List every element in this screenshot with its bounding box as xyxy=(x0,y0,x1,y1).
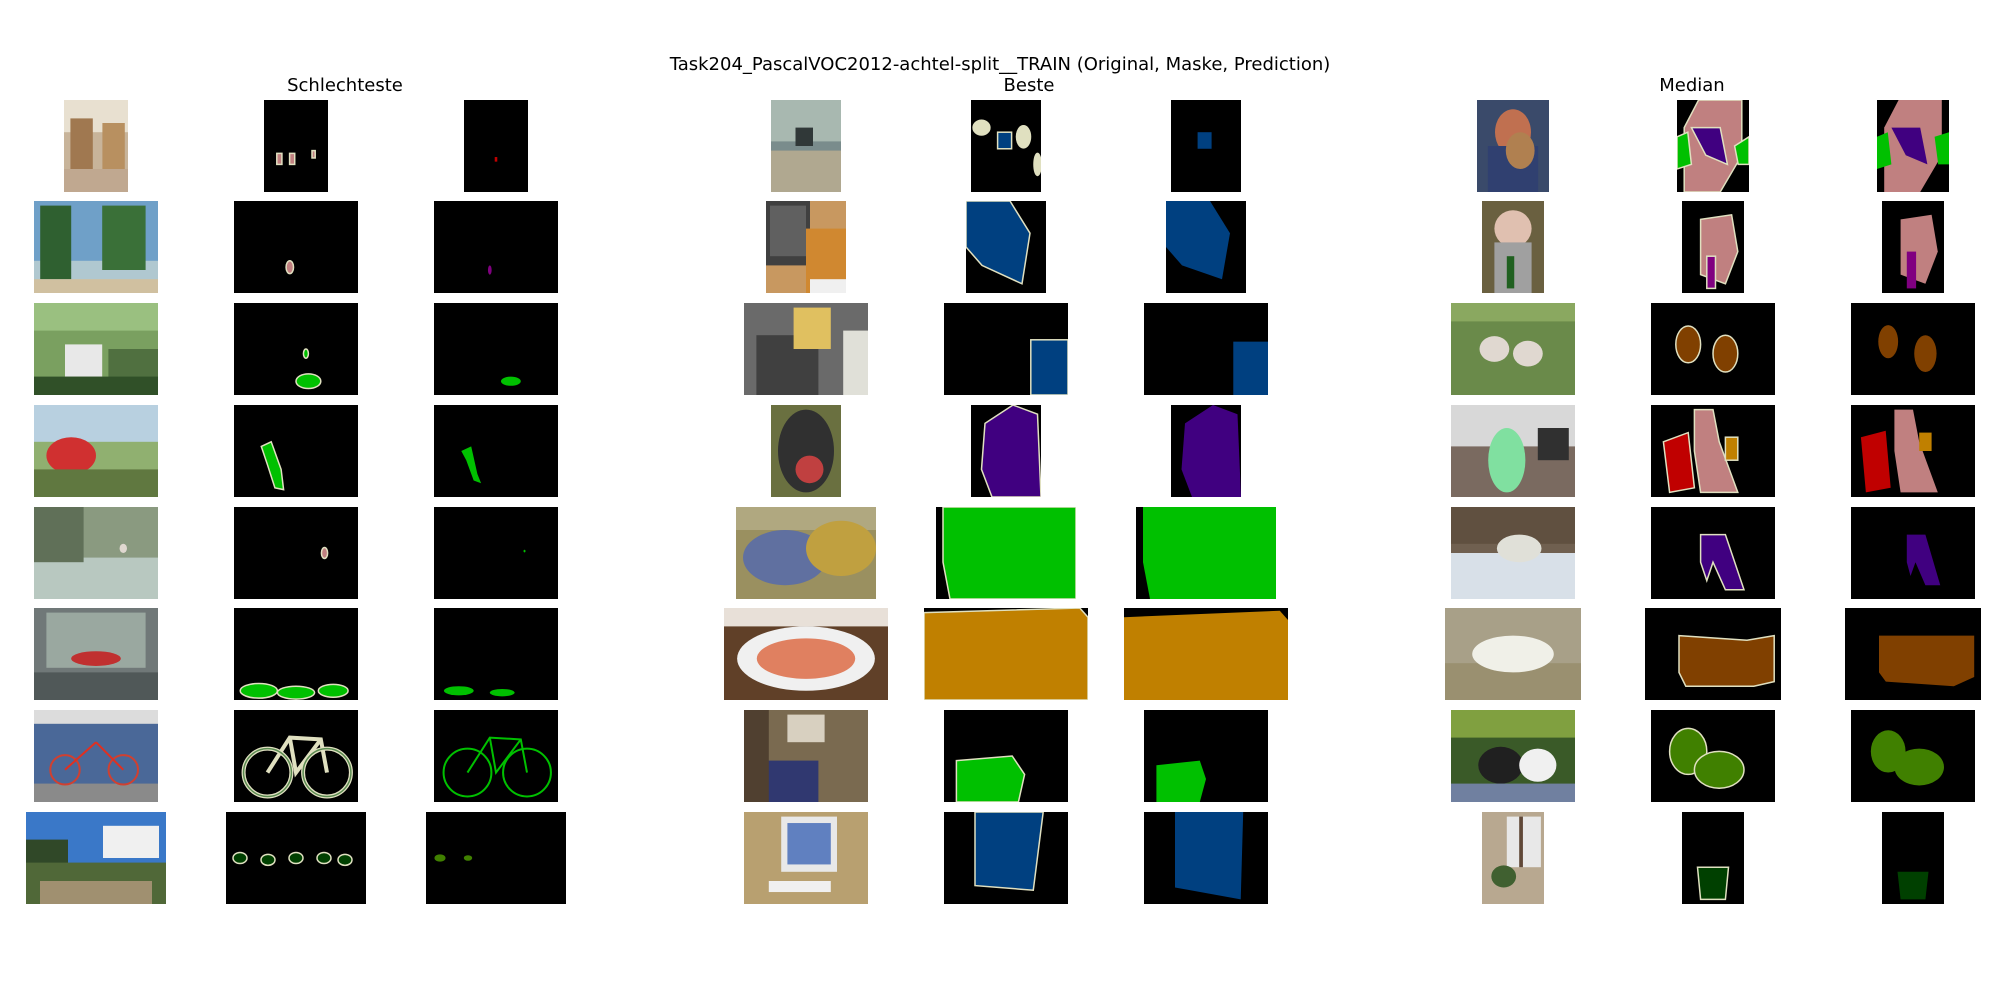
group-label-schlechteste: Schlechteste xyxy=(287,75,403,96)
median-row5-original-image xyxy=(1451,507,1575,599)
beste-row7-mask-image xyxy=(944,710,1068,802)
median-row4-prediction-image xyxy=(1851,405,1975,497)
schlechteste-row1-mask-image xyxy=(264,100,328,192)
schlechteste-row7-mask-image xyxy=(234,710,358,802)
group-label-beste: Beste xyxy=(1003,75,1055,96)
median-row5-prediction-image xyxy=(1851,507,1975,599)
beste-row6-prediction-image xyxy=(1124,608,1288,700)
median-row3-original-image xyxy=(1451,303,1575,395)
median-row3-mask-image xyxy=(1651,303,1775,395)
schlechteste-row7-prediction-image xyxy=(434,710,558,802)
median-row1-prediction-image xyxy=(1877,100,1949,192)
median-row3-prediction-image xyxy=(1851,303,1975,395)
schlechteste-row1-prediction-image xyxy=(464,100,528,192)
beste-row3-mask-image xyxy=(944,303,1068,395)
beste-row3-prediction-image xyxy=(1144,303,1268,395)
beste-row2-mask-image xyxy=(966,201,1046,293)
schlechteste-row4-mask-image xyxy=(234,405,358,497)
median-row8-original-image xyxy=(1482,812,1544,904)
beste-row5-mask-image xyxy=(936,507,1076,599)
median-row7-original-image xyxy=(1451,710,1575,802)
median-row6-prediction-image xyxy=(1845,608,1981,700)
beste-row5-prediction-image xyxy=(1136,507,1276,599)
schlechteste-row2-mask-image xyxy=(234,201,358,293)
beste-row6-mask-image xyxy=(924,608,1088,700)
schlechteste-row6-prediction-image xyxy=(434,608,558,700)
beste-row2-prediction-image xyxy=(1166,201,1246,293)
median-row6-mask-image xyxy=(1645,608,1781,700)
schlechteste-row6-original-image xyxy=(34,608,158,700)
median-row1-mask-image xyxy=(1677,100,1749,192)
beste-row1-original-image xyxy=(771,100,841,192)
median-row1-original-image xyxy=(1477,100,1549,192)
schlechteste-row2-prediction-image xyxy=(434,201,558,293)
beste-row6-original-image xyxy=(724,608,888,700)
median-row6-original-image xyxy=(1445,608,1581,700)
schlechteste-row5-mask-image xyxy=(234,507,358,599)
beste-row7-original-image xyxy=(744,710,868,802)
beste-row4-prediction-image xyxy=(1171,405,1241,497)
beste-row1-mask-image xyxy=(971,100,1041,192)
schlechteste-row3-mask-image xyxy=(234,303,358,395)
beste-row4-mask-image xyxy=(971,405,1041,497)
median-row7-prediction-image xyxy=(1851,710,1975,802)
beste-row8-mask-image xyxy=(944,812,1068,904)
schlechteste-row8-prediction-image xyxy=(426,812,566,904)
median-row8-prediction-image xyxy=(1882,812,1944,904)
median-row8-mask-image xyxy=(1682,812,1744,904)
schlechteste-row4-prediction-image xyxy=(434,405,558,497)
group-label-median: Median xyxy=(1659,75,1725,96)
schlechteste-row5-original-image xyxy=(34,507,158,599)
schlechteste-row5-prediction-image xyxy=(434,507,558,599)
beste-row3-original-image xyxy=(744,303,868,395)
schlechteste-row4-original-image xyxy=(34,405,158,497)
median-row2-prediction-image xyxy=(1882,201,1944,293)
beste-row2-original-image xyxy=(766,201,846,293)
schlechteste-row2-original-image xyxy=(34,201,158,293)
beste-row8-original-image xyxy=(744,812,868,904)
median-row5-mask-image xyxy=(1651,507,1775,599)
schlechteste-row1-original-image xyxy=(64,100,128,192)
median-row2-original-image xyxy=(1482,201,1544,293)
schlechteste-row8-original-image xyxy=(26,812,166,904)
schlechteste-row6-mask-image xyxy=(234,608,358,700)
median-row4-original-image xyxy=(1451,405,1575,497)
beste-row5-original-image xyxy=(736,507,876,599)
beste-row1-prediction-image xyxy=(1171,100,1241,192)
figure-title: Task204_PascalVOC2012-achtel-split__TRAI… xyxy=(669,54,1331,75)
beste-row7-prediction-image xyxy=(1144,710,1268,802)
schlechteste-row3-prediction-image xyxy=(434,303,558,395)
beste-row4-original-image xyxy=(771,405,841,497)
schlechteste-row8-mask-image xyxy=(226,812,366,904)
beste-row8-prediction-image xyxy=(1144,812,1268,904)
schlechteste-row7-original-image xyxy=(34,710,158,802)
median-row4-mask-image xyxy=(1651,405,1775,497)
schlechteste-row3-original-image xyxy=(34,303,158,395)
median-row7-mask-image xyxy=(1651,710,1775,802)
median-row2-mask-image xyxy=(1682,201,1744,293)
